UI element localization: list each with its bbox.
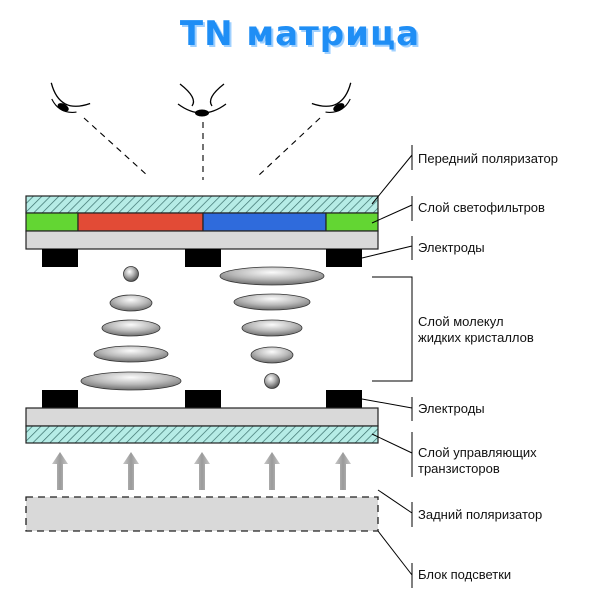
bottom-electrode — [185, 390, 221, 408]
blue-filter — [202, 212, 327, 232]
backlight-unit — [25, 496, 379, 532]
up-arrow-icon — [335, 452, 351, 490]
label-front-polarizer: Передний поляризатор — [418, 151, 558, 166]
label-transistor-layer-line2: транзисторов — [418, 461, 500, 476]
up-arrow-icon — [123, 452, 139, 490]
lc-molecule — [241, 319, 303, 337]
red-filter — [77, 212, 204, 232]
up-arrow-icon — [194, 452, 210, 490]
lc-molecule — [80, 371, 182, 391]
lc-molecule — [93, 345, 169, 363]
eye-icon — [311, 82, 352, 113]
top-electrode — [326, 249, 362, 267]
label-color-filter-layer: Слой светофильтров — [418, 200, 545, 215]
green-filter — [325, 212, 379, 232]
bottom-electrode — [326, 390, 362, 408]
transistor-layer — [25, 425, 379, 444]
label-lc-layer-line1: Слой молекул — [418, 314, 504, 329]
leader-lines — [361, 145, 413, 588]
label-electrodes-bottom: Электроды — [418, 401, 485, 416]
diagram-title: TN матрица — [179, 14, 421, 54]
eye-icon — [50, 82, 91, 113]
up-arrow-icon — [264, 452, 280, 490]
lc-molecule-end-on — [123, 266, 139, 282]
label-electrodes-top: Электроды — [418, 240, 485, 255]
sight-line — [83, 117, 149, 177]
lc-molecule — [101, 319, 161, 337]
top-electrode — [42, 249, 78, 267]
label-backlight: Блок подсветки — [418, 567, 512, 582]
bottom-electrode — [42, 390, 78, 408]
lc-molecule — [109, 294, 153, 312]
top-substrate — [25, 230, 379, 250]
front-polarizer — [25, 195, 379, 214]
eye-icon — [177, 83, 227, 117]
bottom-substrate — [25, 407, 379, 427]
top-electrode — [185, 249, 221, 267]
label-rear-polarizer: Задний поляризатор — [418, 507, 543, 522]
up-arrow-icon — [52, 452, 68, 490]
lc-molecule-end-on — [264, 373, 280, 389]
lc-molecule — [233, 293, 311, 311]
green-filter — [25, 212, 79, 232]
lc-molecule — [250, 346, 294, 364]
label-lc-layer-line2: жидких кристаллов — [418, 330, 534, 345]
label-transistor-layer-line1: Слой управляющих — [418, 445, 537, 460]
lc-molecule — [219, 266, 325, 286]
sight-line — [257, 117, 321, 177]
